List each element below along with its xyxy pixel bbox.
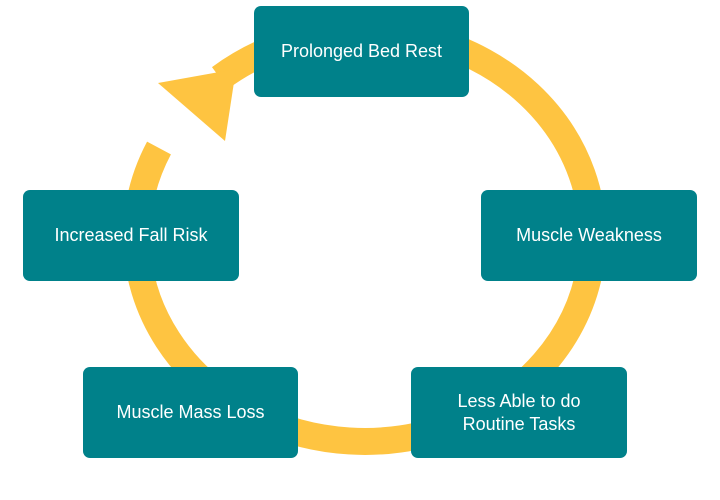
node-label-line: Muscle Mass Loss <box>116 402 265 422</box>
node-muscle-mass-loss: Muscle Mass Loss <box>83 367 298 458</box>
node-label-line: Prolonged Bed Rest <box>280 41 443 61</box>
arrow-head-icon <box>158 69 236 141</box>
node-label-line: Muscle Weakness <box>516 225 662 245</box>
node-prolonged-bed-rest: Prolonged Bed Rest <box>254 6 469 97</box>
node-label-line: Less Able to do <box>457 390 581 411</box>
node-label-line: Routine Tasks <box>462 413 576 434</box>
node-muscle-weakness: Muscle Weakness <box>481 190 697 281</box>
node-increased-fall-risk: Increased Fall Risk <box>23 190 239 281</box>
node-less-able-routine-tasks: Less Able to do Routine Tasks <box>411 367 627 458</box>
node-label-line: Increased Fall Risk <box>54 225 208 245</box>
